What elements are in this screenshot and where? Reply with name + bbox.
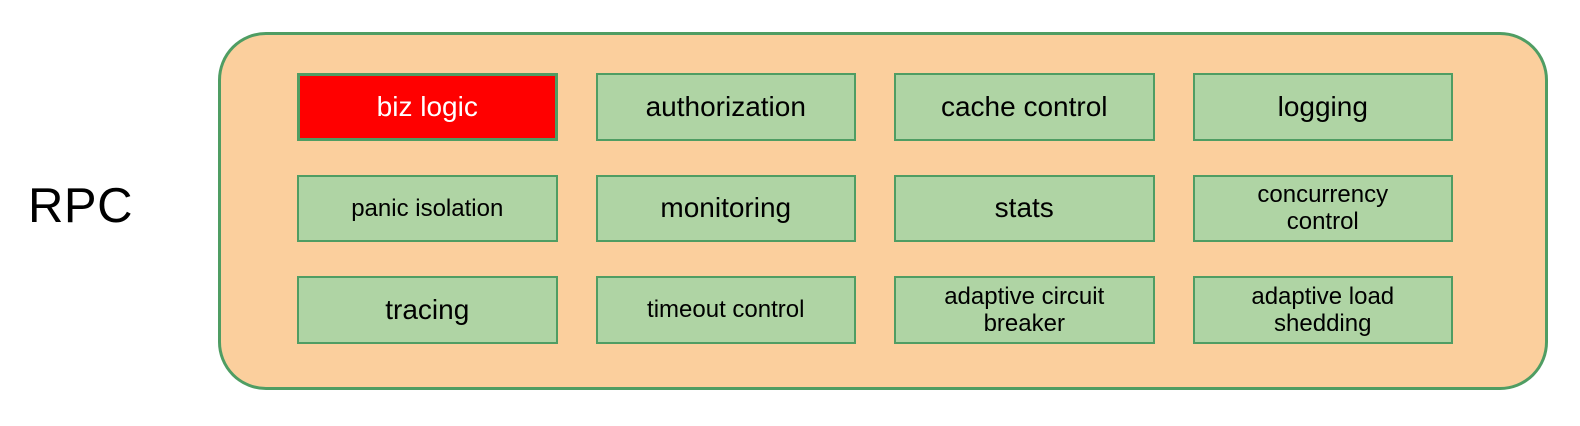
box-label: logging bbox=[1277, 90, 1368, 122]
box-timeout-control: timeout control bbox=[595, 276, 856, 344]
box-label: adaptive circuit breaker bbox=[944, 282, 1105, 338]
rpc-container: biz logic authorization cache control lo… bbox=[218, 32, 1548, 390]
box-panic-isolation: panic isolation bbox=[297, 174, 558, 243]
box-label: tracing bbox=[385, 294, 470, 326]
box-authorization: authorization bbox=[595, 73, 856, 141]
box-label: authorization bbox=[645, 90, 806, 122]
box-label: monitoring bbox=[660, 192, 792, 224]
box-logging: logging bbox=[1192, 73, 1453, 141]
box-label: timeout control bbox=[647, 296, 805, 324]
rpc-title: RPC bbox=[28, 179, 133, 233]
box-label: cache control bbox=[940, 90, 1108, 122]
box-label: biz logic bbox=[376, 90, 478, 122]
box-label: concurrency control bbox=[1257, 180, 1389, 236]
box-monitoring: monitoring bbox=[595, 174, 856, 243]
feature-grid: biz logic authorization cache control lo… bbox=[297, 73, 1453, 344]
box-tracing: tracing bbox=[297, 276, 558, 344]
box-concurrency-control: concurrency control bbox=[1192, 174, 1453, 243]
box-cache-control: cache control bbox=[894, 73, 1155, 141]
box-adaptive-circuit-breaker: adaptive circuit breaker bbox=[894, 276, 1155, 344]
box-label: stats bbox=[994, 192, 1054, 224]
box-label: adaptive load shedding bbox=[1251, 282, 1395, 338]
box-biz-logic: biz logic bbox=[297, 73, 558, 141]
box-adaptive-load-shedding: adaptive load shedding bbox=[1192, 276, 1453, 344]
box-label: panic isolation bbox=[351, 194, 504, 222]
box-stats: stats bbox=[894, 174, 1155, 243]
